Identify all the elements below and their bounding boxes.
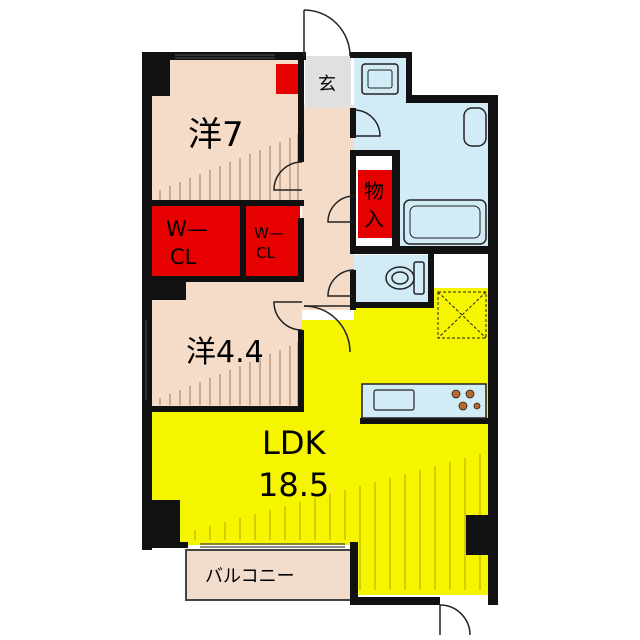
walk-in-closet-right	[246, 206, 300, 278]
windows	[145, 54, 345, 548]
bathtub	[403, 199, 487, 245]
label-wcl-right-2: CL	[256, 244, 275, 262]
label-western-7: 洋7	[188, 115, 244, 155]
hallway	[302, 105, 354, 310]
label-wcl-left-1: W—	[166, 217, 208, 241]
storage-closet	[358, 170, 392, 238]
room-ldk	[150, 288, 492, 595]
label-wcl-left-2: CL	[170, 245, 197, 269]
label-balcony: バルコニー	[205, 566, 295, 587]
fridge-space	[437, 291, 487, 339]
hatch-ldk	[194, 454, 481, 590]
stove	[451, 389, 481, 411]
label-storage-1: 物	[364, 179, 384, 203]
washer-pan	[463, 107, 487, 147]
doors	[273, 9, 471, 636]
walls	[142, 52, 498, 605]
label-wcl-right-1: W—	[254, 224, 284, 242]
washbasin-bowl	[367, 69, 393, 89]
label-western-4-4: 洋4.4	[186, 335, 264, 370]
label-ldk-size: 18.5	[258, 466, 329, 504]
closet-top-small	[276, 64, 298, 94]
walk-in-closet-left	[152, 206, 240, 278]
entrance-area	[305, 56, 351, 108]
label-storage-2: 入	[364, 207, 384, 231]
kitchen-sink	[373, 389, 415, 411]
label-entrance: 玄	[318, 74, 336, 95]
washbasin	[361, 63, 399, 95]
bathtub-inner	[409, 205, 481, 239]
toilet	[385, 261, 425, 295]
label-ldk: LDK	[262, 424, 326, 462]
